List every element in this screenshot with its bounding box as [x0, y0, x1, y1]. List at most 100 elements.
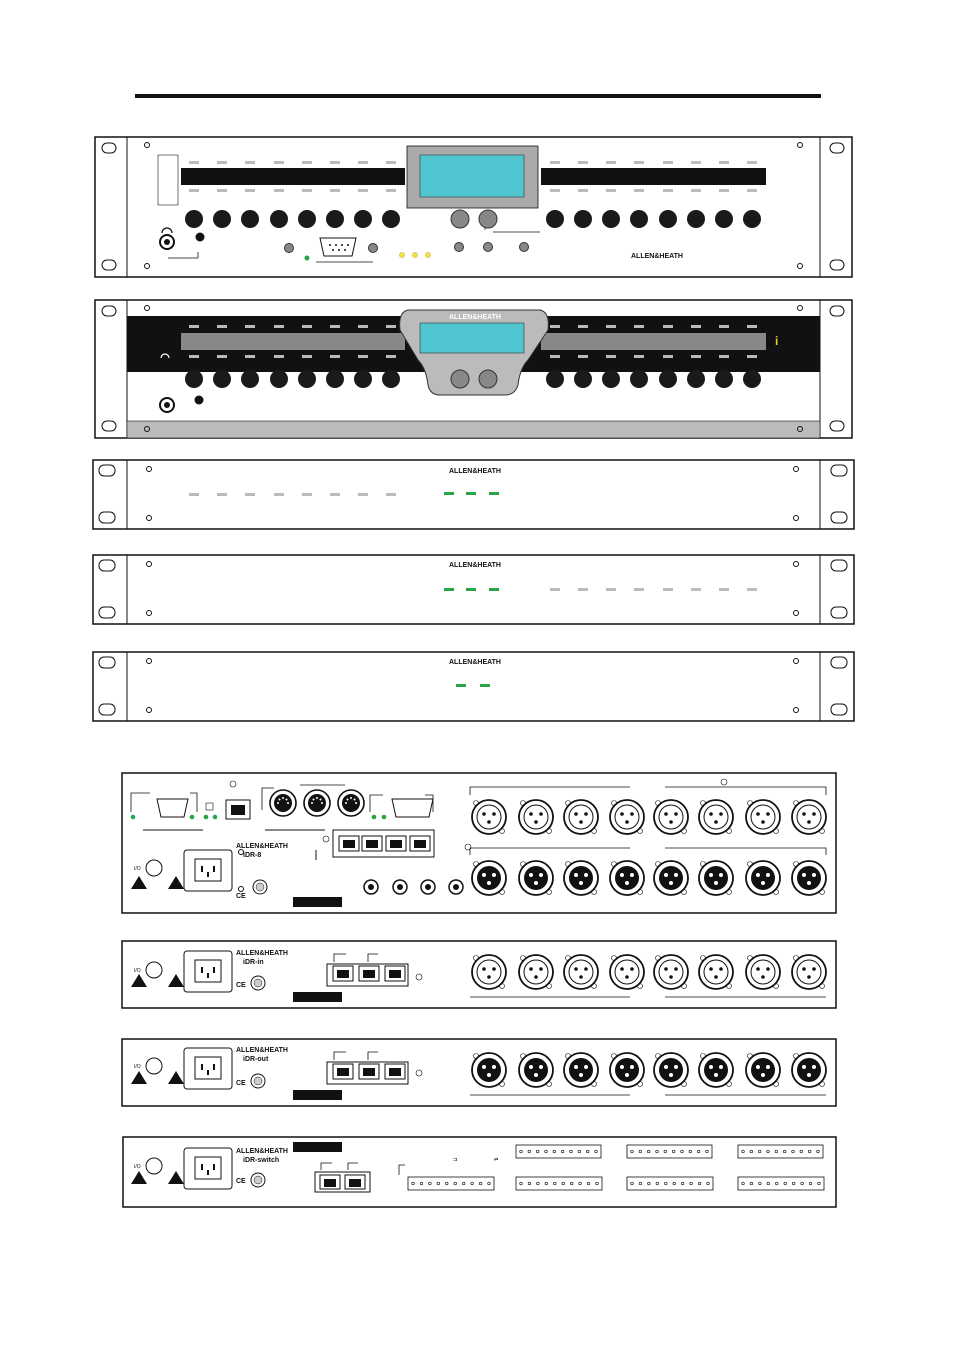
xlr-connector-icon[interactable] — [698, 1052, 734, 1088]
xlr-pin — [761, 975, 765, 979]
xlr-connector-icon[interactable] — [791, 954, 827, 990]
rotary-knob[interactable] — [382, 370, 400, 388]
terminal-block[interactable] — [737, 1176, 825, 1191]
xlr-connector-icon[interactable] — [745, 860, 781, 896]
terminal-block[interactable] — [626, 1144, 713, 1159]
xlr-connector-icon[interactable] — [698, 799, 734, 835]
rotary-knob[interactable] — [630, 370, 648, 388]
xlr-connector-icon[interactable] — [791, 1052, 827, 1088]
terminal-screw — [638, 1181, 643, 1186]
rotary-knob[interactable] — [574, 370, 592, 388]
xlr-connector-icon[interactable] — [471, 1052, 507, 1088]
rotary-knob[interactable] — [687, 210, 705, 228]
terminal-screw — [578, 1181, 582, 1186]
xlr-connector-icon[interactable] — [609, 1052, 645, 1088]
small-button-1[interactable] — [454, 242, 464, 252]
xlr-connector-icon[interactable] — [653, 1052, 689, 1088]
xlr-connector-icon[interactable] — [609, 799, 645, 835]
rotary-knob[interactable] — [354, 210, 372, 228]
xlr-pin — [719, 1065, 723, 1069]
rotary-knob[interactable] — [213, 210, 231, 228]
xlr-connector-icon[interactable] — [563, 954, 599, 990]
rotary-knob[interactable] — [687, 370, 705, 388]
xlr-connector-icon[interactable] — [518, 954, 554, 990]
rotary-knob[interactable] — [715, 370, 733, 388]
terminal-screw — [595, 1181, 599, 1186]
xlr-connector-icon[interactable] — [563, 799, 599, 835]
xlr-connector-icon[interactable] — [745, 1052, 781, 1088]
db9-port-icon[interactable] — [319, 237, 357, 257]
xlr-connector-icon[interactable] — [791, 799, 827, 835]
rotary-knob[interactable] — [326, 210, 344, 228]
rotary-knob[interactable] — [241, 210, 259, 228]
rotary-knob[interactable] — [715, 210, 733, 228]
xlr-connector-icon[interactable] — [563, 860, 599, 896]
xlr-connector-icon[interactable] — [518, 1052, 554, 1088]
xlr-connector-icon[interactable] — [471, 860, 507, 896]
xlr-pin — [492, 1065, 496, 1069]
small-button-4[interactable] — [284, 243, 294, 253]
terminal-block[interactable] — [737, 1144, 824, 1159]
terminal-block[interactable] — [515, 1176, 603, 1191]
rotary-knob[interactable] — [659, 370, 677, 388]
rotary-knob[interactable] — [546, 370, 564, 388]
xlr-connector-icon[interactable] — [791, 860, 827, 896]
terminal-screw — [680, 1149, 684, 1154]
xlr-connector-icon[interactable] — [518, 860, 554, 896]
terminal-block[interactable] — [407, 1176, 495, 1191]
encoder-knob-a[interactable] — [450, 209, 470, 229]
midi-din-icon[interactable] — [337, 789, 365, 817]
rotary-knob[interactable] — [354, 370, 372, 388]
xlr-connector-icon[interactable] — [698, 954, 734, 990]
terminal-block[interactable] — [515, 1144, 602, 1159]
encoder-knob-b[interactable] — [478, 209, 498, 229]
xlr-connector-icon[interactable] — [745, 954, 781, 990]
xlr-connector-icon[interactable] — [698, 860, 734, 896]
rotary-knob[interactable] — [326, 370, 344, 388]
xlr-connector-icon[interactable] — [563, 1052, 599, 1088]
xlr-connector-icon[interactable] — [653, 799, 689, 835]
small-button-3[interactable] — [519, 242, 529, 252]
phones-level-knob[interactable] — [195, 232, 205, 242]
xlr-connector-icon[interactable] — [518, 799, 554, 835]
front-panel-2: ALLEN&HEATH i — [94, 299, 853, 439]
rotary-knob[interactable] — [743, 210, 761, 228]
rotary-knob[interactable] — [630, 210, 648, 228]
rotary-knob[interactable] — [298, 210, 316, 228]
rotary-knob[interactable] — [270, 370, 288, 388]
rotary-knob[interactable] — [185, 370, 203, 388]
terminal-block[interactable] — [626, 1176, 714, 1191]
db9-port-icon[interactable] — [156, 798, 189, 818]
rotary-knob[interactable] — [602, 210, 620, 228]
small-button-2[interactable] — [483, 242, 493, 252]
encoder-knob-a[interactable] — [450, 369, 470, 389]
small-button-5[interactable] — [368, 243, 378, 253]
db9-port-icon[interactable] — [391, 798, 434, 818]
rotary-knob[interactable] — [602, 370, 620, 388]
jack-hole — [453, 884, 459, 890]
xlr-connector-icon[interactable] — [609, 954, 645, 990]
rotary-knob[interactable] — [213, 370, 231, 388]
rotary-knob[interactable] — [241, 370, 259, 388]
rotary-knob[interactable] — [546, 210, 564, 228]
xlr-connector-icon[interactable] — [653, 954, 689, 990]
rotary-knob[interactable] — [574, 210, 592, 228]
din-pin — [321, 802, 323, 804]
xlr-face — [750, 959, 776, 985]
rotary-knob[interactable] — [270, 210, 288, 228]
midi-din-icon[interactable] — [303, 789, 331, 817]
rotary-knob[interactable] — [743, 370, 761, 388]
rotary-knob[interactable] — [298, 370, 316, 388]
xlr-connector-icon[interactable] — [471, 954, 507, 990]
led-indicator — [691, 325, 701, 328]
phones-level-knob[interactable] — [194, 395, 204, 405]
rotary-knob[interactable] — [185, 210, 203, 228]
xlr-connector-icon[interactable] — [609, 860, 645, 896]
midi-din-icon[interactable] — [269, 789, 297, 817]
rotary-knob[interactable] — [659, 210, 677, 228]
rotary-knob[interactable] — [382, 210, 400, 228]
encoder-knob-b[interactable] — [478, 369, 498, 389]
xlr-connector-icon[interactable] — [653, 860, 689, 896]
xlr-connector-icon[interactable] — [745, 799, 781, 835]
xlr-connector-icon[interactable] — [471, 799, 507, 835]
